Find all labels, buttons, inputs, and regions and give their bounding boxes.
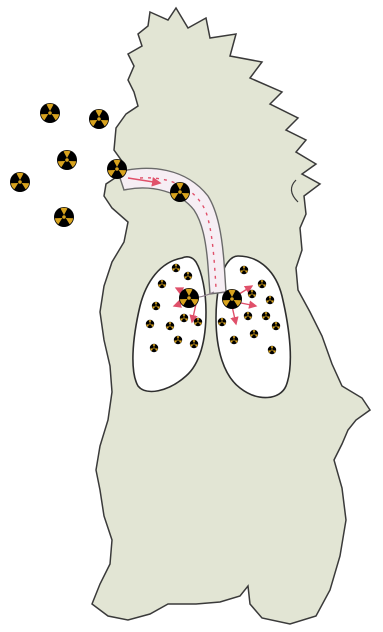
radiation-particle-icon [57,150,77,170]
radiation-particle-icon [10,172,30,192]
radiation-particle-icon [222,289,242,309]
radiation-particle-icon [89,109,109,129]
radiation-particle-icon [170,182,190,202]
radiation-particle-icon [179,288,199,308]
radiation-particle-icon [40,103,60,123]
radiation-particle-icon [54,207,74,227]
radiation-particle-icon [107,159,127,179]
